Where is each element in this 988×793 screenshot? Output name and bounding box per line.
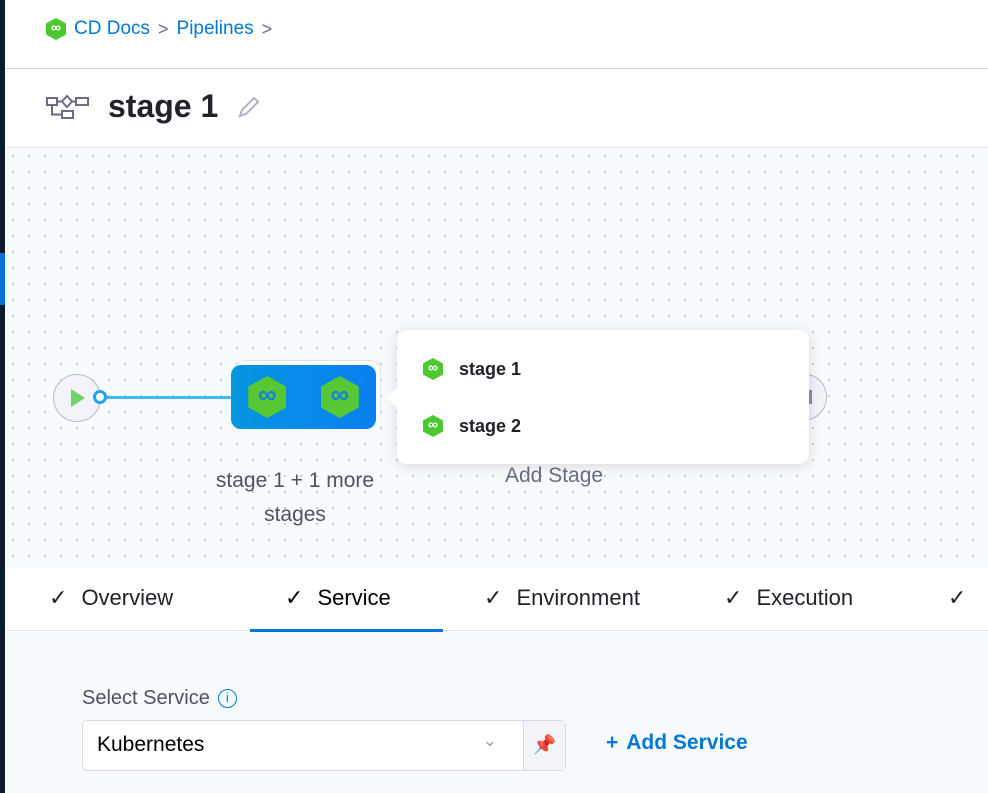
- tab-execution[interactable]: ✓ Execution: [724, 585, 853, 611]
- selected-value: Kubernetes: [97, 733, 205, 756]
- divider: [5, 68, 988, 69]
- pipeline-canvas[interactable]: stage 1 + 1 more stages Add Stage stage …: [5, 147, 988, 567]
- add-stage-label[interactable]: Add Stage: [505, 464, 604, 487]
- chevron-right-icon: >: [158, 18, 169, 39]
- page-header: stage 1: [46, 88, 262, 125]
- edit-pencil-icon[interactable]: [236, 94, 262, 120]
- pin-icon[interactable]: 📌: [523, 721, 565, 770]
- popup-stage-item[interactable]: stage 2: [423, 415, 521, 437]
- cd-module-icon: [46, 18, 66, 40]
- check-icon: ✓: [49, 585, 68, 610]
- plus-icon: +: [606, 731, 619, 754]
- label-text: Select Service: [82, 687, 210, 709]
- tab-overview[interactable]: ✓ Overview: [49, 585, 173, 611]
- tab-label: Overview: [81, 585, 174, 610]
- deploy-stage-icon: [320, 376, 359, 418]
- breadcrumb-pipelines[interactable]: Pipelines: [176, 18, 254, 39]
- tab-label: Execution: [756, 585, 854, 610]
- chevron-down-icon[interactable]: ⌄: [482, 731, 497, 750]
- tab-service[interactable]: ✓ Service: [285, 585, 391, 611]
- deploy-stage-icon: [423, 358, 443, 380]
- chevron-right-icon: >: [261, 18, 273, 39]
- tab-more[interactable]: ✓: [948, 585, 966, 611]
- left-nav-bar: [0, 0, 5, 793]
- check-icon: ✓: [484, 585, 503, 610]
- page-title: stage 1: [108, 88, 219, 124]
- stage-tabs: ✓ Overview ✓ Service ✓ Environment ✓ Executi…: [5, 567, 988, 631]
- active-tab-indicator: [250, 629, 443, 632]
- stage-name: stage 1: [459, 358, 522, 379]
- tab-environment[interactable]: ✓ Environment: [484, 585, 640, 611]
- tab-label: Environment: [516, 585, 640, 610]
- stage-name: stage 2: [459, 415, 522, 436]
- stage-group-popup: stage 1 stage 2: [387, 330, 809, 464]
- check-icon: ✓: [724, 585, 743, 610]
- stage-group-node[interactable]: [231, 365, 376, 429]
- select-service-label: Select Service i: [82, 687, 237, 710]
- deploy-stage-icon: [423, 415, 443, 437]
- add-service-button[interactable]: + Add Service: [606, 731, 748, 755]
- info-icon[interactable]: i: [217, 689, 237, 708]
- breadcrumb-cd-docs[interactable]: CD Docs: [74, 18, 151, 39]
- stage-group-label: stage 1 + 1 more stages: [215, 469, 375, 526]
- tab-label: Service: [317, 585, 391, 610]
- connector-line: [107, 396, 235, 399]
- check-icon: ✓: [948, 585, 967, 610]
- check-icon: ✓: [285, 585, 304, 610]
- deploy-stage-icon: [248, 376, 287, 418]
- service-select[interactable]: Kubernetes ⌄ 📌: [82, 720, 566, 771]
- breadcrumb: CD Docs > Pipelines >: [46, 18, 272, 40]
- connector-port: [93, 390, 107, 404]
- pipeline-icon: [46, 94, 89, 119]
- button-label: Add Service: [626, 731, 748, 754]
- nav-active-indicator: [0, 253, 5, 305]
- popup-stage-item[interactable]: stage 1: [423, 358, 521, 380]
